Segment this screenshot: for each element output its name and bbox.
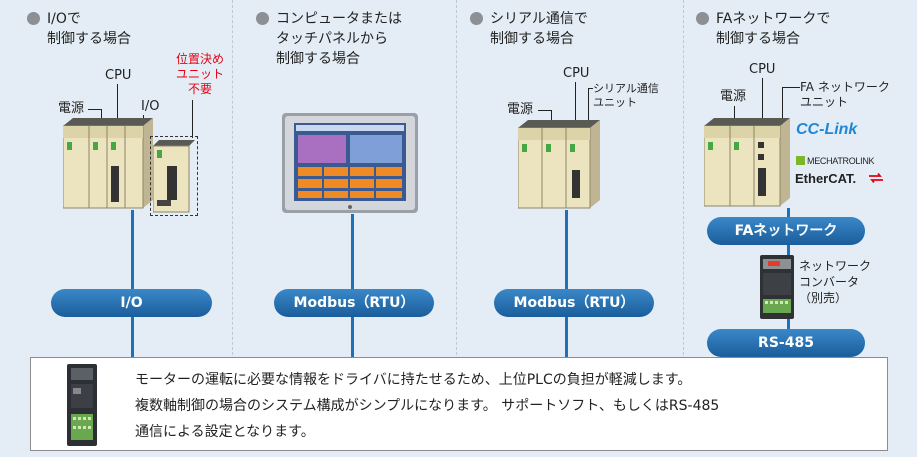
- motor-driver-icon: [67, 364, 97, 446]
- column-heading-io: I/Oで 制御する場合: [47, 11, 131, 47]
- modbus-signal-line: [351, 214, 354, 360]
- mechatrolink-logo: MECHATROLINK: [796, 150, 875, 169]
- power-label: 電源: [720, 89, 747, 104]
- modbus-bus-label: Modbus（RTU）: [494, 289, 654, 317]
- rs485-bus-label: RS-485: [707, 329, 865, 357]
- io-signal-line: [131, 210, 134, 360]
- leader-line: [192, 100, 193, 138]
- network-converter-icon: [760, 255, 794, 319]
- cpu-label: CPU: [105, 68, 132, 83]
- leader-line: [588, 88, 589, 126]
- power-label: 電源: [58, 101, 85, 116]
- power-label: 電源: [507, 102, 534, 117]
- ethercat-arrows-icon: [869, 173, 883, 183]
- leader-line: [538, 110, 552, 111]
- cclink-logo: CC-Link: [796, 121, 858, 138]
- note-line: 通信による設定となります。: [135, 424, 315, 440]
- mechatrolink-mark-icon: [796, 156, 805, 165]
- plc-serial-icon: [518, 120, 600, 209]
- column-divider: [456, 0, 457, 360]
- no-positioning-unit-note: 位置決め ユニット 不要: [175, 52, 224, 96]
- bullet-icon: [696, 12, 709, 25]
- column-heading-serial: シリアル通信で 制御する場合: [490, 11, 588, 47]
- leader-line: [88, 109, 102, 110]
- column-heading-computer: コンピュータまたは タッチパネルから 制御する場合: [276, 11, 402, 67]
- leader-line: [782, 87, 800, 88]
- modbus-bus-label: Modbus（RTU）: [274, 289, 434, 317]
- leader-line: [117, 84, 118, 124]
- touch-panel-icon: [282, 113, 418, 213]
- leader-line: [734, 106, 735, 126]
- leader-line: [101, 109, 102, 125]
- feature-note-box: モーターの運転に必要な情報をドライバに持たせるため、上位PLCの負担が軽減します…: [30, 357, 888, 451]
- leader-line: [782, 87, 783, 126]
- leader-line: [588, 88, 593, 89]
- serial-unit-label: シリアル通信 ユニット: [593, 82, 659, 109]
- cpu-label: CPU: [749, 62, 776, 77]
- ethercat-logo: EtherCAT.: [795, 171, 857, 186]
- bullet-icon: [256, 12, 269, 25]
- modbus-signal-line: [565, 210, 568, 360]
- note-line: 複数軸制御の場合のシステム構成がシンプルになります。 サポートソフト、もしくはR…: [135, 398, 720, 414]
- io-unit-label: I/O: [141, 99, 160, 114]
- bullet-icon: [470, 12, 483, 25]
- leader-line: [762, 78, 763, 124]
- column-heading-fa-network: FAネットワークで 制御する場合: [716, 11, 831, 47]
- cpu-label: CPU: [563, 66, 590, 81]
- positioning-unit-placeholder: [150, 136, 198, 216]
- bullet-icon: [27, 12, 40, 25]
- plc-io-icon: [63, 118, 153, 209]
- column-divider: [683, 0, 684, 360]
- leader-line: [575, 82, 576, 124]
- leader-line: [551, 110, 552, 126]
- fa-network-bus-label: FAネットワーク: [707, 217, 865, 245]
- io-bus-label: I/O: [51, 289, 212, 317]
- fa-network-unit-label: FA ネットワーク ユニット: [800, 80, 890, 109]
- column-divider: [232, 0, 233, 360]
- io-unit-icon: [153, 140, 195, 213]
- note-line: モーターの運転に必要な情報をドライバに持たせるため、上位PLCの負担が軽減します…: [135, 372, 692, 388]
- network-converter-label: ネットワーク コンバータ （別売）: [799, 259, 872, 305]
- plc-fa-network-icon: [704, 118, 790, 207]
